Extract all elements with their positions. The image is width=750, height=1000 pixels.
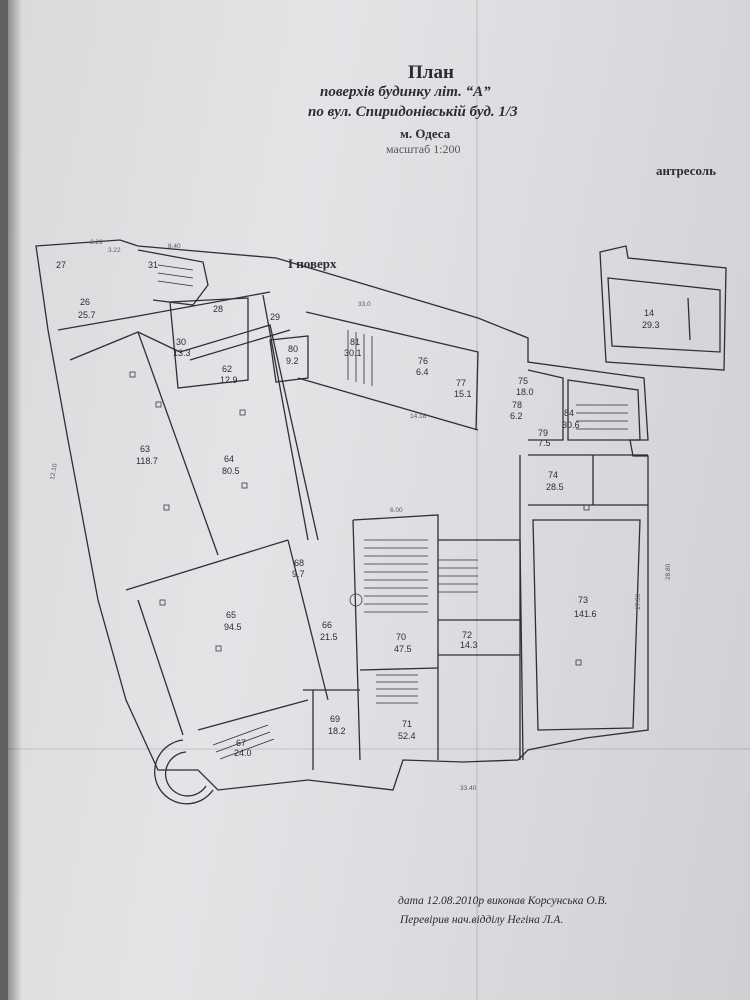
staircases xyxy=(157,264,628,760)
room-area: 25.7 xyxy=(78,310,96,320)
plan-subtitle-building: поверхів будинку літ. “А” xyxy=(320,84,491,100)
room-number: 29 xyxy=(270,312,280,322)
dimension-label: 8.40 xyxy=(168,243,181,250)
room-area: 12.9 xyxy=(220,375,238,385)
dimension-label: 28.80 xyxy=(665,563,672,580)
room-number: 14 xyxy=(644,308,654,318)
room-number: 84 xyxy=(564,408,574,418)
room-area: 18.2 xyxy=(328,726,346,736)
room-area: 6.4 xyxy=(416,367,429,377)
floor-label: I поверх xyxy=(288,256,337,271)
dimension-labels: 2.29 3.22 8.40 6.00 33.0 33.40 17.50 28.… xyxy=(49,239,672,792)
dimension-label: 17.50 xyxy=(635,593,642,610)
room-area: 52.4 xyxy=(398,731,416,741)
room-area: 28.5 xyxy=(546,482,564,492)
room-number: 80 xyxy=(288,344,298,354)
room-number: 64 xyxy=(224,454,234,464)
room-area: 24.0 xyxy=(234,748,252,758)
plan-walls xyxy=(35,239,727,805)
room-number: 72 xyxy=(462,630,472,640)
room-number: 67 xyxy=(236,738,246,748)
room-number: 76 xyxy=(418,356,428,366)
room-number: 65 xyxy=(226,610,236,620)
room-number: 75 xyxy=(518,376,528,386)
plan-scale: масштаб 1:200 xyxy=(386,142,461,156)
room-area: 30.6 xyxy=(562,420,580,430)
room-number: 31 xyxy=(148,260,158,270)
room-labels: 26 25.7 27 28 29 30 13.3 31 62 12.9 63 1… xyxy=(56,260,660,758)
dimension-label: 33.0 xyxy=(358,301,371,308)
room-number: 63 xyxy=(140,444,150,454)
dimension-label: 33.40 xyxy=(460,785,477,792)
room-area: 9.2 xyxy=(286,356,299,366)
dimension-label: 3.22 xyxy=(108,247,121,254)
room-number: 28 xyxy=(213,304,223,314)
dimension-label: 14.18 xyxy=(410,413,427,420)
room-area: 118.7 xyxy=(136,456,158,466)
paper-sheet: План поверхів будинку літ. “А” по вул. С… xyxy=(8,0,750,1000)
room-area: 6.2 xyxy=(510,411,523,421)
plan-title: План xyxy=(408,62,454,83)
room-area: 14.3 xyxy=(460,640,478,650)
footer-date-author: дата 12.08.2010р виконав Корсунська О.В. xyxy=(398,895,608,907)
room-number: 77 xyxy=(456,378,466,388)
room-area: 80.5 xyxy=(222,466,240,476)
floor-plan-drawing: 26 25.7 27 28 29 30 13.3 31 62 12.9 63 1… xyxy=(35,239,727,805)
plan-subtitle-address: по вул. Спиридонівській буд. 1/3 xyxy=(308,104,518,120)
room-area: 30.1 xyxy=(344,348,362,358)
room-number: 70 xyxy=(396,632,406,642)
room-number: 74 xyxy=(548,470,558,480)
room-number: 27 xyxy=(56,260,66,270)
room-area: 7.5 xyxy=(538,438,551,448)
room-area: 94.5 xyxy=(224,622,242,632)
room-number: 26 xyxy=(80,297,90,307)
fixture-marks xyxy=(129,371,590,666)
room-area: 47.5 xyxy=(394,644,412,654)
room-number: 71 xyxy=(402,719,412,729)
room-number: 68 xyxy=(294,558,304,568)
room-area: 21.5 xyxy=(320,632,338,642)
room-number: 73 xyxy=(578,595,588,605)
mezzanine-label: антресоль xyxy=(656,163,716,178)
dimension-label: 2.29 xyxy=(90,239,103,246)
vertical-fold-crease xyxy=(476,0,478,1000)
room-area: 9.7 xyxy=(292,569,305,579)
room-number: 81 xyxy=(350,337,360,347)
room-area: 29.3 xyxy=(642,320,660,330)
room-area: 13.3 xyxy=(173,348,191,358)
horizontal-fold-crease xyxy=(8,748,750,750)
footer-checked-by: Перевірив нач.відділу Негіна Л.А. xyxy=(400,914,564,926)
room-area: 141.6 xyxy=(574,609,597,619)
room-number: 66 xyxy=(322,620,332,630)
plan-city: м. Одеса xyxy=(400,126,451,141)
sheet-edge-shadow xyxy=(8,0,22,1000)
room-number: 69 xyxy=(330,714,340,724)
room-number: 79 xyxy=(538,428,548,438)
room-area: 18.0 xyxy=(516,387,534,397)
room-number: 30 xyxy=(176,337,186,347)
dimension-label: 6.00 xyxy=(390,507,403,514)
room-number: 78 xyxy=(512,400,522,410)
dimension-label: 12.10 xyxy=(49,463,59,481)
room-area: 15.1 xyxy=(454,389,472,399)
room-number: 62 xyxy=(222,364,232,374)
